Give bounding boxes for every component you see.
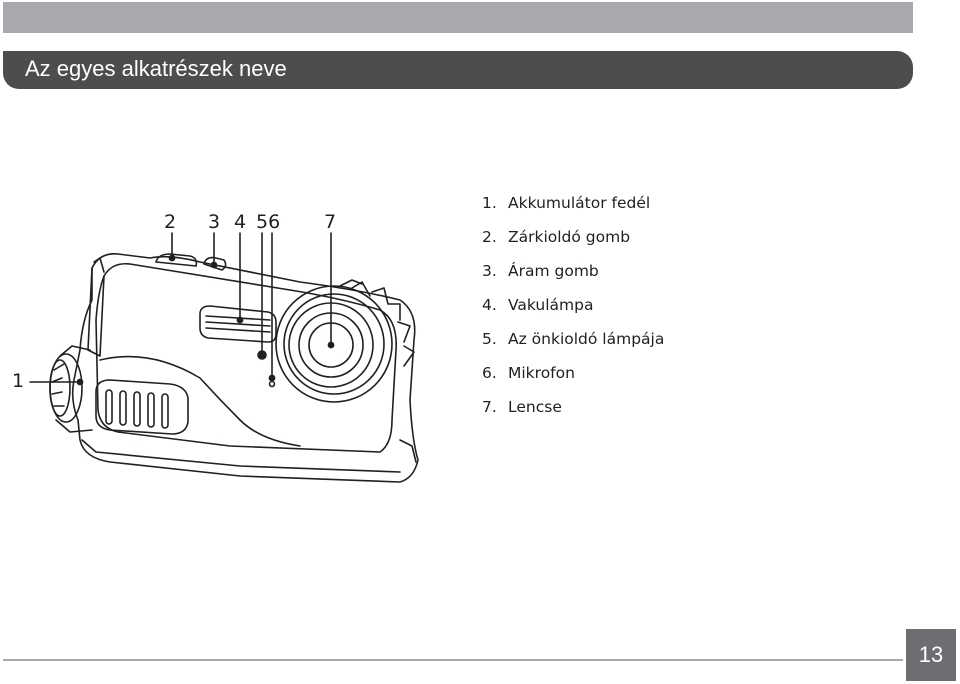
part-label: Vakulámpa bbox=[508, 296, 594, 314]
list-item: 2.Zárkioldó gomb bbox=[482, 228, 631, 246]
parts-list: 1.Akkumulátor fedél 2.Zárkioldó gomb 3.Á… bbox=[482, 193, 664, 431]
callout-2: 2 bbox=[164, 211, 177, 233]
callout-1: 1 bbox=[12, 370, 25, 392]
footer-rule bbox=[3, 659, 903, 661]
part-label: Akkumulátor fedél bbox=[508, 194, 651, 212]
list-item: 1.Akkumulátor fedél bbox=[482, 194, 651, 212]
callout-3: 3 bbox=[208, 211, 221, 233]
callout-7: 7 bbox=[324, 211, 337, 233]
list-item: 5.Az önkioldó lámpája bbox=[482, 330, 665, 348]
part-label: Zárkioldó gomb bbox=[508, 228, 631, 246]
list-item: 7.Lencse bbox=[482, 398, 562, 416]
part-label: Áram gomb bbox=[508, 262, 599, 280]
callout-4: 4 bbox=[234, 211, 247, 233]
top-decorative-bar bbox=[3, 2, 913, 33]
page-number: 13 bbox=[906, 629, 956, 681]
list-item: 4.Vakulámpa bbox=[482, 296, 594, 314]
part-label: Lencse bbox=[508, 398, 562, 416]
camera-illustration bbox=[29, 232, 419, 483]
callout-56: 56 bbox=[256, 211, 281, 233]
section-title: Az egyes alkatrészek neve bbox=[25, 56, 287, 81]
part-label: Mikrofon bbox=[508, 364, 575, 382]
list-item: 6.Mikrofon bbox=[482, 364, 575, 382]
part-label: Az önkioldó lámpája bbox=[508, 330, 665, 348]
section-title-bar: Az egyes alkatrészek neve bbox=[3, 51, 913, 89]
list-item: 3.Áram gomb bbox=[482, 262, 599, 280]
